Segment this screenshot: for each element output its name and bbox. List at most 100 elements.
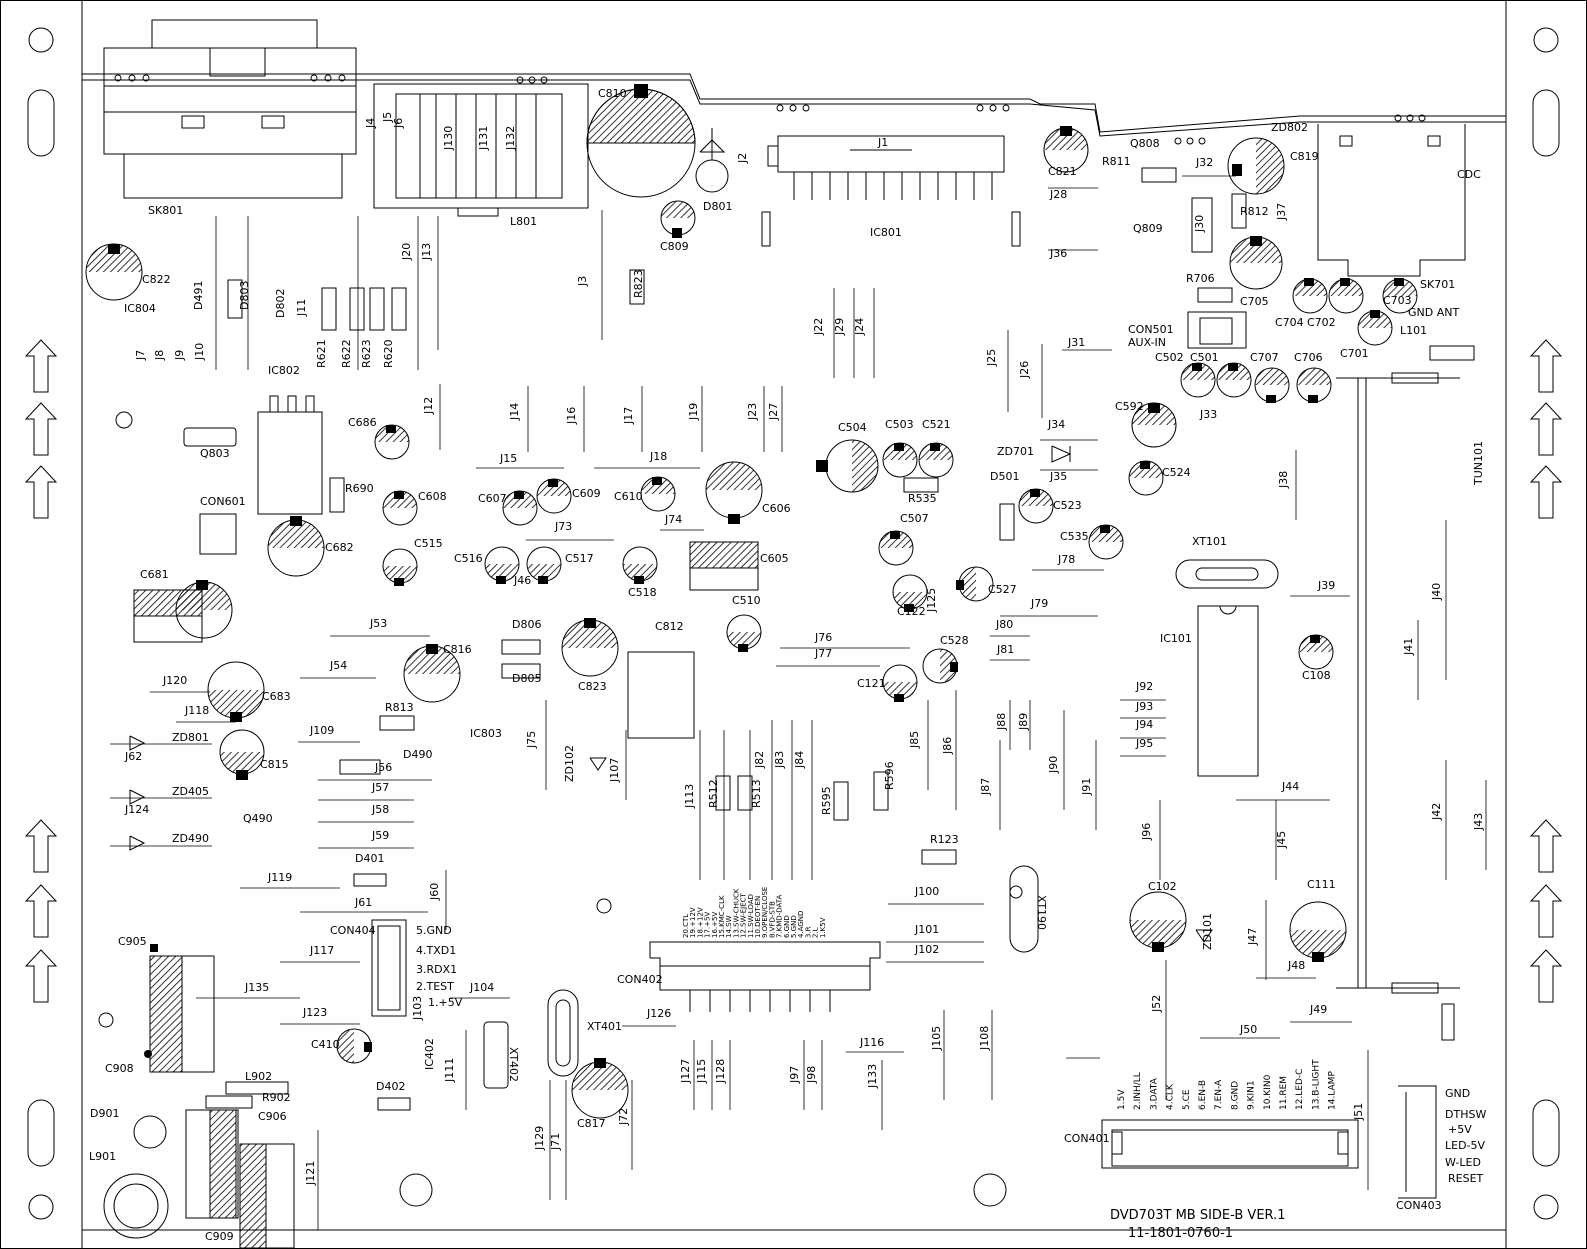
- component-label: C606: [762, 502, 791, 515]
- component-label: C683: [262, 690, 291, 703]
- component-label: C812: [655, 620, 684, 633]
- component-label: J127: [679, 1059, 692, 1084]
- con401-pin-label: 12.LED-C: [1295, 1069, 1305, 1110]
- component-label: C702: [1307, 316, 1336, 329]
- component-label: R690: [345, 482, 374, 495]
- con401-pin-label: 10.KIN0: [1263, 1074, 1273, 1110]
- component-label: R622: [340, 339, 353, 368]
- component-label: C707: [1250, 351, 1279, 364]
- component-label: GND: [1445, 1087, 1470, 1100]
- con402-pin-label: 20.CTL: [682, 914, 690, 938]
- component-label: J130: [442, 126, 455, 151]
- component-label: Q490: [243, 812, 273, 825]
- component-label: Q808: [1130, 137, 1160, 150]
- component-label: ZD405: [172, 785, 209, 798]
- component-label: J15: [499, 452, 517, 465]
- component-label: J62: [124, 750, 142, 763]
- component-label: C521: [922, 418, 951, 431]
- component-label: D401: [355, 852, 384, 865]
- component-label: J108: [978, 1026, 991, 1051]
- component-label: C501: [1190, 351, 1219, 364]
- d801-diode: [695, 128, 729, 193]
- component-label: IC803: [470, 727, 502, 740]
- component-label: IC101: [1160, 632, 1192, 645]
- con402-connector: [649, 941, 881, 1012]
- component-label: ZD802: [1271, 121, 1308, 134]
- component-label: J94: [1135, 718, 1153, 731]
- component-label: C822: [142, 273, 171, 286]
- component-label: 3.RDX1: [416, 963, 457, 976]
- component-label: C909: [205, 1230, 234, 1243]
- con402-pin-label: 11.SW-LOAD: [747, 894, 755, 938]
- component-label: D801: [703, 200, 732, 213]
- component-label: J58: [371, 803, 389, 816]
- component-label: Q803: [200, 447, 230, 460]
- component-label: D491: [192, 281, 205, 310]
- component-label: GND ANT: [1408, 306, 1459, 319]
- component-label: J44: [1281, 780, 1299, 793]
- component-label: J117: [309, 944, 334, 957]
- con401-pin-label: 5.CE: [1182, 1089, 1192, 1110]
- component-label: C527: [988, 583, 1017, 596]
- component-label: J60: [428, 883, 441, 901]
- component-label: J35: [1049, 470, 1067, 483]
- component-label: CON404: [330, 924, 376, 937]
- box-components: [133, 395, 759, 739]
- component-label: IC804: [124, 302, 156, 315]
- component-label: J46: [513, 574, 531, 587]
- component-label: 1.+5V: [428, 996, 463, 1009]
- component-label: CON601: [200, 495, 246, 508]
- component-label: C510: [732, 594, 761, 607]
- component-label: J81: [996, 643, 1014, 656]
- component-label: J79: [1030, 597, 1048, 610]
- component-label: J129: [533, 1126, 546, 1151]
- con401-pin-label: 9.KIN1: [1247, 1080, 1257, 1110]
- component-label: R596: [883, 761, 896, 790]
- component-label: XT402: [507, 1047, 520, 1082]
- component-label: J24: [853, 318, 866, 336]
- component-label: J124: [124, 803, 149, 816]
- component-label: J18: [649, 450, 667, 463]
- component-label: J29: [833, 318, 846, 336]
- component-label: J107: [608, 758, 621, 783]
- component-label: J47: [1246, 928, 1259, 946]
- component-label: J51: [1352, 1103, 1365, 1121]
- con402-pin-label: 9.OPEN/CLOSE: [761, 887, 769, 938]
- component-label: R813: [385, 701, 414, 714]
- con402-pin-label: 12.SW-EJECT: [740, 892, 748, 938]
- component-label: +5V: [1448, 1123, 1472, 1136]
- component-label: J40: [1430, 583, 1443, 601]
- component-label: C810: [598, 87, 627, 100]
- ic101-chip: [1175, 559, 1279, 777]
- component-label: J32: [1195, 156, 1213, 169]
- component-label: J48: [1287, 959, 1305, 972]
- l801-transformer: [373, 76, 589, 217]
- component-label: C609: [572, 487, 601, 500]
- component-label: J16: [565, 407, 578, 425]
- ic801-connector: [761, 104, 1021, 247]
- component-label: J90: [1047, 756, 1060, 774]
- component-label: XT101: [1192, 535, 1227, 548]
- component-label: J128: [714, 1059, 727, 1084]
- component-label: J57: [371, 781, 389, 794]
- con401-pin-label: 2.INH/LL: [1133, 1072, 1143, 1110]
- component-label: J71: [549, 1133, 562, 1151]
- component-label: XT401: [587, 1020, 622, 1033]
- component-label: J103: [411, 996, 424, 1021]
- component-label: C706: [1294, 351, 1323, 364]
- component-label: R706: [1186, 272, 1215, 285]
- component-label: J123: [302, 1006, 327, 1019]
- con401-pin-label: 8.GND: [1230, 1081, 1240, 1110]
- component-label: R620: [382, 339, 395, 368]
- component-label: 5.GND: [416, 924, 452, 937]
- con402-pin-label: 18.+12V: [696, 907, 704, 938]
- component-label: C823: [578, 680, 607, 693]
- component-label: J56: [374, 761, 392, 774]
- component-label: J74: [664, 513, 682, 526]
- tun101-tuner: [1336, 372, 1460, 994]
- component-label: C701: [1340, 347, 1369, 360]
- component-label: R512: [707, 779, 720, 808]
- component-label: TUN101: [1472, 441, 1485, 486]
